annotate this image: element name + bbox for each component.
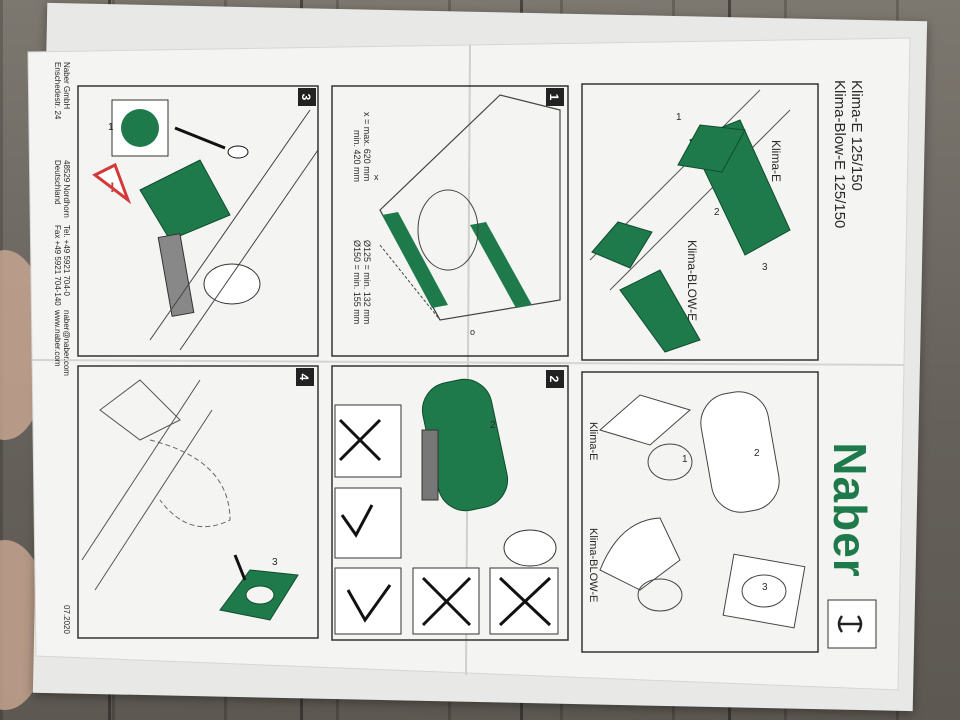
wrong-tool-box bbox=[334, 404, 402, 478]
title-line2: Klima-Blow-E 125/150 bbox=[831, 80, 848, 228]
company-region: Deutschland bbox=[53, 160, 62, 204]
parts-label-klima-e: Klima-E bbox=[587, 422, 599, 461]
step-number: 3 bbox=[299, 94, 313, 101]
fold-line-horizontal bbox=[31, 359, 905, 366]
klima-blow-e-duct bbox=[619, 269, 701, 353]
green-disc bbox=[121, 109, 159, 147]
right-tool-box bbox=[334, 487, 402, 559]
edition-date: 07.2020 bbox=[62, 605, 71, 634]
parts-num: 3 bbox=[762, 582, 768, 593]
diameter-125: Ø125 = min. 132 mm bbox=[362, 240, 372, 324]
svg-text:!: ! bbox=[110, 179, 115, 195]
klima-e-grille-outline bbox=[598, 394, 692, 446]
roof-opening bbox=[203, 263, 261, 305]
eye-icon bbox=[227, 145, 249, 159]
klima-blow-e-hood bbox=[591, 221, 653, 269]
klima-blow-e-hood-outline bbox=[599, 517, 681, 591]
rafter-green bbox=[470, 222, 532, 308]
dimension-o-label: o bbox=[470, 327, 475, 337]
step-badge bbox=[546, 88, 564, 106]
step-number: 1 bbox=[547, 94, 561, 101]
foam-gun bbox=[157, 233, 195, 317]
parts-illustration bbox=[598, 391, 806, 629]
company-city: 48529 Nordhorn bbox=[62, 160, 71, 218]
step4-illustration bbox=[81, 379, 299, 621]
panel-step1 bbox=[331, 85, 569, 357]
panel-step2 bbox=[331, 365, 569, 641]
check-box bbox=[334, 567, 402, 635]
panel-step3 bbox=[77, 85, 319, 357]
pipe-opening bbox=[503, 529, 557, 567]
warning-icon bbox=[92, 162, 132, 205]
dimension-x-max: x = max. 620 mm bbox=[362, 112, 372, 181]
step1-illustration bbox=[379, 94, 561, 321]
grille-green bbox=[139, 159, 231, 241]
naber-logo: Naber bbox=[824, 430, 876, 590]
parts-num: 1 bbox=[682, 454, 688, 465]
company-phone: Tel. +49 5921 704-0 bbox=[62, 225, 71, 296]
wrench-icon bbox=[837, 615, 863, 633]
overview-num: 3 bbox=[762, 262, 768, 273]
step2-num: 2 bbox=[490, 420, 496, 431]
panel-step4 bbox=[77, 365, 319, 639]
step2-illustration bbox=[334, 378, 559, 635]
panel-overview bbox=[581, 83, 819, 361]
mounting-plate-outline bbox=[722, 553, 806, 629]
parts-label-klima-blow-e: Klima-BLOW-E bbox=[587, 528, 599, 602]
sheet-paper bbox=[27, 37, 911, 691]
brand-name: Naber bbox=[824, 442, 876, 578]
overview-label-klima-e: Klima-E bbox=[769, 140, 783, 182]
step-number: 2 bbox=[547, 376, 561, 383]
overview-num: 2 bbox=[714, 207, 720, 218]
step-badge bbox=[298, 88, 316, 106]
company-email: naber@naber.com bbox=[62, 310, 71, 376]
diameter-150: Ø150 = min. 155 mm bbox=[352, 240, 362, 324]
company-fax: Fax +49 5921 704-140 bbox=[53, 225, 62, 306]
title-line1: Klima-E 125/150 bbox=[848, 80, 865, 191]
panel-parts bbox=[581, 371, 819, 653]
pipe-outline bbox=[700, 391, 780, 513]
sealant-gun bbox=[421, 429, 439, 501]
dimension-x-label: x bbox=[374, 172, 379, 182]
dimension-x-min: min. 420 mm bbox=[352, 130, 362, 182]
step4-num: 3 bbox=[272, 557, 278, 568]
rafter-green bbox=[382, 212, 448, 308]
overview-label-klima-blow-e: Klima-BLOW-E bbox=[685, 240, 699, 321]
company-name: Naber GmbH bbox=[62, 62, 71, 109]
step3-num: 1 bbox=[108, 122, 114, 133]
company-street: Enschedestr. 24 bbox=[53, 62, 62, 120]
klima-e-grille bbox=[677, 124, 746, 173]
overview-num: 1 bbox=[676, 112, 682, 123]
step-badge bbox=[296, 368, 314, 386]
step-number: 4 bbox=[297, 374, 311, 381]
overview-illustration bbox=[589, 89, 791, 353]
company-web: www.naber.com bbox=[53, 309, 62, 367]
step-badge bbox=[546, 370, 564, 388]
duct-opening bbox=[417, 189, 479, 271]
parts-num: 2 bbox=[754, 448, 760, 459]
step3-illustration: ! bbox=[92, 99, 319, 351]
